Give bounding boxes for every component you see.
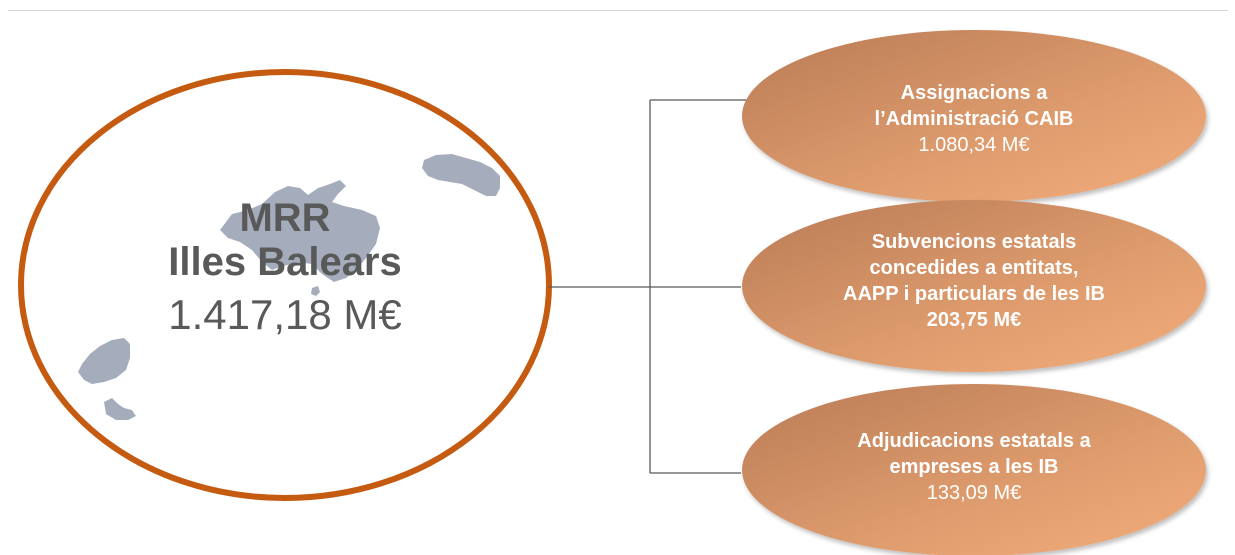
branch-3-value: 133,09 M€ — [926, 482, 1022, 504]
branch-3-line2: empreses a les IB — [889, 456, 1059, 478]
balearic-islands-map — [78, 154, 500, 420]
branch-1-line1: Assignacions a — [900, 82, 1048, 104]
branch-label-2: Subvencions estatals concedides a entita… — [794, 229, 1154, 333]
main-total-value: 1.417,18 M€ — [168, 291, 402, 338]
main-title-line1: MRR — [239, 196, 331, 240]
ibiza-shape — [78, 338, 130, 384]
main-ring — [18, 69, 552, 501]
branch-1-value: 1.080,34 M€ — [918, 134, 1030, 156]
branch-2-line1: Subvencions estatals — [871, 231, 1077, 253]
top-divider — [8, 10, 1228, 11]
branch-2-line3: AAPP i particulars de les IB — [843, 283, 1105, 305]
menorca-shape — [422, 154, 500, 196]
main-label: MRR Illes Balears 1.417,18 M€ — [95, 196, 475, 342]
branch-label-1: Assignacions a l’Administració CAIB 1.08… — [814, 80, 1134, 158]
main-title-line2: Illes Balears — [168, 240, 402, 284]
branch-oval-3 — [742, 384, 1206, 555]
branch-2-line2: concedides a entitats, — [869, 257, 1079, 279]
branch-oval-2 — [742, 200, 1206, 372]
connector-lines — [549, 99, 750, 474]
branch-2-value: 203,75 M€ — [926, 309, 1022, 331]
mallorca-shape — [220, 180, 380, 282]
branch-label-3: Adjudicacions estatals a empreses a les … — [804, 428, 1144, 506]
cabrera-shape — [311, 286, 320, 296]
branch-3-line1: Adjudicacions estatals a — [857, 430, 1091, 452]
formentera-shape — [104, 398, 136, 420]
branch-oval-1 — [742, 30, 1206, 202]
branch-1-line2: l’Administració CAIB — [874, 108, 1074, 130]
